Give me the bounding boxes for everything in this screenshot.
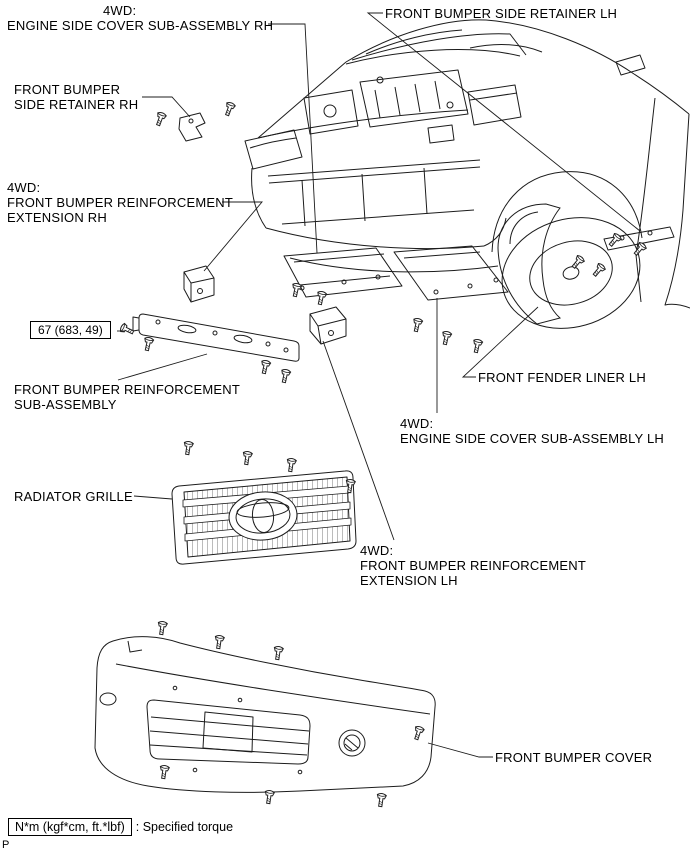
torque-legend-text: : Specified torque bbox=[135, 820, 234, 834]
bolt-icon bbox=[141, 336, 155, 352]
label-line: FRONT BUMPER COVER bbox=[495, 750, 653, 765]
bolt-icon bbox=[278, 368, 292, 384]
bolt-icon bbox=[182, 440, 194, 456]
label-line: FRONT BUMPER REINFORCEMENT bbox=[360, 558, 586, 573]
label-line: ENGINE SIDE COVER SUB-ASSEMBLY RH bbox=[7, 18, 274, 33]
reinforcement-bar-art bbox=[132, 313, 300, 362]
engine-side-covers-art bbox=[283, 245, 509, 301]
reinforcement-extensions-art bbox=[183, 265, 347, 345]
bolt-icon bbox=[153, 110, 168, 128]
label-line: RADIATOR GRILLE bbox=[14, 489, 133, 504]
toyota-emblem-icon bbox=[228, 491, 298, 541]
bolt-icon bbox=[569, 253, 586, 271]
bolt-icon bbox=[272, 645, 284, 661]
bumper-cover-art bbox=[94, 636, 436, 793]
bolt-icon bbox=[241, 450, 253, 466]
bolt-icon bbox=[263, 789, 275, 805]
label-line: FRONT BUMPER REINFORCEMENT bbox=[14, 382, 240, 397]
label-fender-liner-lh: FRONT FENDER LINER LH bbox=[478, 370, 646, 385]
label-line: EXTENSION LH bbox=[360, 573, 458, 588]
label-line: SUB-ASSEMBLY bbox=[14, 397, 117, 412]
bolt-icon bbox=[410, 317, 424, 333]
label-line: FRONT BUMPER bbox=[14, 82, 121, 97]
bolt-icon bbox=[156, 620, 168, 636]
label-bumper-reinf-sub-assembly: FRONT BUMPER REINFORCEMENT SUB-ASSEMBLY bbox=[14, 382, 240, 412]
side-retainers-art bbox=[178, 112, 675, 251]
bolt-icon bbox=[590, 261, 607, 279]
bolt-icon bbox=[213, 634, 225, 650]
label-line: 4WD: bbox=[7, 180, 41, 195]
label-engine-side-cover-lh: 4WD: ENGINE SIDE COVER SUB-ASSEMBLY LH bbox=[400, 416, 664, 446]
label-bumper-reinf-ext-lh: 4WD: FRONT BUMPER REINFORCEMENT EXTENSIO… bbox=[360, 543, 586, 588]
leader-lines bbox=[117, 12, 641, 758]
bolt-icon bbox=[470, 338, 484, 354]
label-bumper-cover: FRONT BUMPER COVER bbox=[495, 750, 652, 765]
bolt-icon bbox=[222, 100, 237, 118]
bolt-icon bbox=[258, 359, 272, 375]
label-radiator-grille: RADIATOR GRILLE bbox=[14, 489, 133, 504]
label-line: SIDE RETAINER RH bbox=[14, 97, 139, 112]
fender-liner-art bbox=[497, 203, 562, 325]
torque-unit-box: N*m (kgf*cm, ft.*lbf) bbox=[8, 818, 132, 836]
bolt-icon bbox=[289, 282, 303, 298]
label-line: EXTENSION RH bbox=[7, 210, 107, 225]
label-bumper-reinf-ext-rh: 4WD: FRONT BUMPER REINFORCEMENT EXTENSIO… bbox=[7, 180, 233, 225]
label-line: FRONT FENDER LINER LH bbox=[478, 370, 646, 385]
label-line: FRONT BUMPER REINFORCEMENT bbox=[7, 195, 233, 210]
label-line: FRONT BUMPER SIDE RETAINER LH bbox=[385, 6, 618, 21]
label-engine-side-cover-rh: 4WD: ENGINE SIDE COVER SUB-ASSEMBLY RH bbox=[7, 3, 273, 33]
label-line: 4WD: bbox=[103, 3, 137, 18]
label-line: 4WD: bbox=[400, 416, 434, 431]
torque-spec-box: 67 (683, 49) bbox=[30, 321, 111, 339]
bolt-icon bbox=[285, 457, 297, 473]
label-line: ENGINE SIDE COVER SUB-ASSEMBLY LH bbox=[400, 431, 665, 446]
page-corner-mark: P bbox=[2, 839, 10, 851]
bolt-icon bbox=[439, 330, 453, 346]
label-bumper-side-retainer-lh: FRONT BUMPER SIDE RETAINER LH bbox=[385, 6, 617, 21]
label-line: 4WD: bbox=[360, 543, 394, 558]
label-bumper-side-retainer-rh: FRONT BUMPER SIDE RETAINER RH bbox=[14, 82, 138, 112]
bolt-icon bbox=[375, 792, 387, 808]
bolt-icon bbox=[314, 290, 328, 306]
vehicle-body-art bbox=[244, 19, 690, 329]
torque-legend: N*m (kgf*cm, ft.*lbf) : Specified torque bbox=[8, 818, 233, 836]
bolt-icon bbox=[606, 231, 623, 249]
radiator-grille-art bbox=[171, 470, 357, 565]
